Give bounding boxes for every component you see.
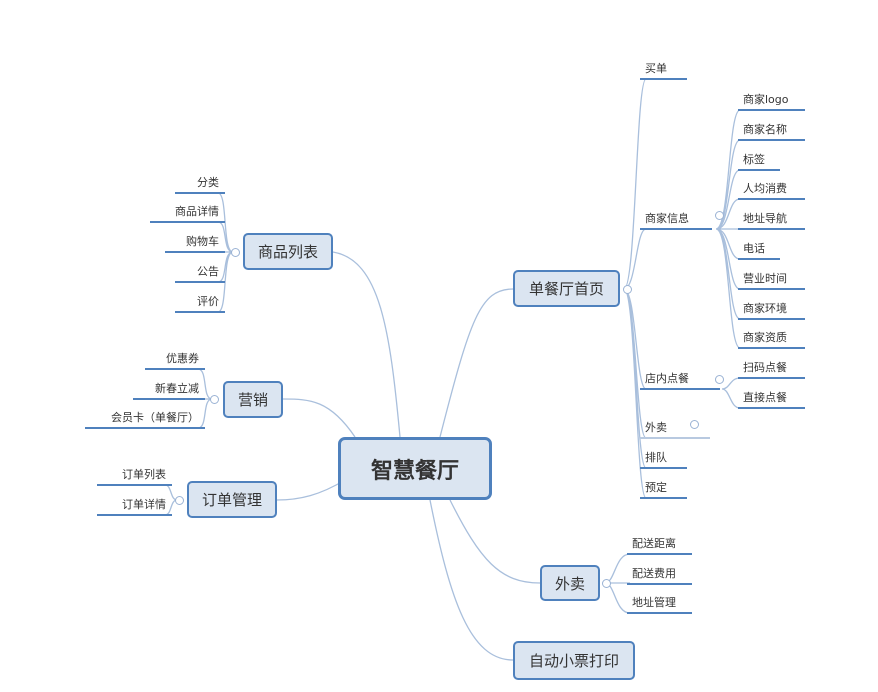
topic-marketing[interactable]: 营销 <box>223 381 283 418</box>
node-reserve[interactable]: 预定 <box>640 481 687 499</box>
topic-home[interactable]: 单餐厅首页 <box>513 270 620 307</box>
node-pay[interactable]: 买单 <box>640 62 687 80</box>
node-order-list[interactable]: 订单列表 <box>97 468 172 486</box>
node-tags[interactable]: 标签 <box>738 153 780 171</box>
collapse-toggle[interactable] <box>623 285 632 294</box>
collapse-toggle[interactable] <box>715 211 724 220</box>
node-direct-order[interactable]: 直接点餐 <box>738 391 805 409</box>
node-category[interactable]: 分类 <box>175 176 225 194</box>
collapse-toggle[interactable] <box>175 496 184 505</box>
node-distance[interactable]: 配送距离 <box>627 537 692 555</box>
topic-delivery[interactable]: 外卖 <box>540 565 600 601</box>
node-dine-in[interactable]: 店内点餐 <box>640 372 720 390</box>
topic-orders[interactable]: 订单管理 <box>187 481 277 518</box>
node-discount[interactable]: 新春立减 <box>133 382 205 400</box>
collapse-toggle[interactable] <box>602 579 611 588</box>
node-merchant-info[interactable]: 商家信息 <box>640 212 712 230</box>
expand-toggle[interactable] <box>690 420 699 429</box>
node-address[interactable]: 地址管理 <box>627 596 692 614</box>
node-phone[interactable]: 电话 <box>738 242 780 260</box>
node-coupon[interactable]: 优惠券 <box>145 352 205 370</box>
node-notice[interactable]: 公告 <box>175 265 225 283</box>
node-cart[interactable]: 购物车 <box>165 235 225 253</box>
node-goods-detail[interactable]: 商品详情 <box>150 205 225 223</box>
node-navigation[interactable]: 地址导航 <box>738 212 805 230</box>
node-review[interactable]: 评价 <box>175 295 225 313</box>
node-takeout[interactable]: 外卖 <box>640 421 710 439</box>
node-name[interactable]: 商家名称 <box>738 123 805 141</box>
topic-goods[interactable]: 商品列表 <box>243 233 333 270</box>
node-fee[interactable]: 配送费用 <box>627 567 692 585</box>
node-order-detail[interactable]: 订单详情 <box>97 498 172 516</box>
node-environment[interactable]: 商家环境 <box>738 302 805 320</box>
node-scan-order[interactable]: 扫码点餐 <box>738 361 805 379</box>
collapse-toggle[interactable] <box>210 395 219 404</box>
node-queue[interactable]: 排队 <box>640 451 687 469</box>
central-topic[interactable]: 智慧餐厅 <box>338 437 492 500</box>
node-qualification[interactable]: 商家资质 <box>738 331 805 349</box>
node-hours[interactable]: 营业时间 <box>738 272 805 290</box>
collapse-toggle[interactable] <box>715 375 724 384</box>
node-member-card[interactable]: 会员卡（单餐厅） <box>85 411 205 429</box>
node-avg-spend[interactable]: 人均消费 <box>738 182 805 200</box>
node-logo[interactable]: 商家logo <box>738 93 805 111</box>
collapse-toggle[interactable] <box>231 248 240 257</box>
topic-print[interactable]: 自动小票打印 <box>513 641 635 680</box>
